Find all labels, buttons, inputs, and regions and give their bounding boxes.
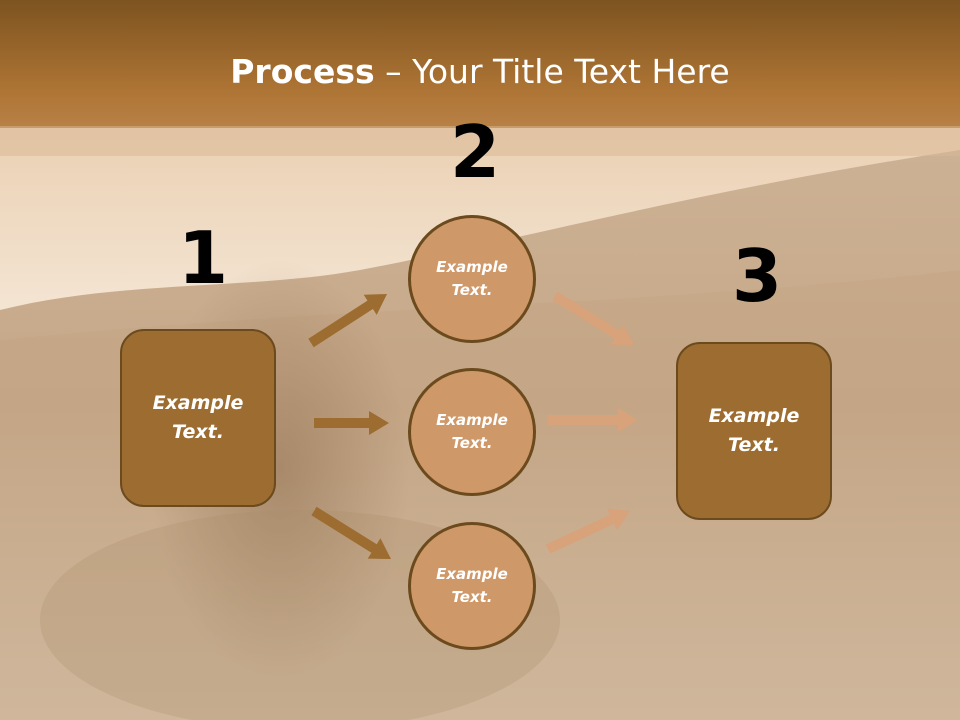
step-3-label: Example Text. xyxy=(708,405,800,456)
step-1-box: Example Text. xyxy=(120,329,276,507)
middle-node-top-label: Example Text. xyxy=(436,258,508,299)
middle-node-top: Example Text. xyxy=(408,215,536,343)
middle-node-bottom: Example Text. xyxy=(408,522,536,650)
step-3-box: Example Text. xyxy=(676,342,832,520)
title-rest: – Your Title Text Here xyxy=(374,52,730,91)
page-title: Process – Your Title Text Here xyxy=(0,52,960,91)
step-number-1: 1 xyxy=(178,216,229,300)
step-1-label: Example Text. xyxy=(152,392,244,443)
middle-node-center-label: Example Text. xyxy=(436,411,508,452)
step-number-2: 2 xyxy=(450,110,501,194)
step-number-3: 3 xyxy=(732,234,783,318)
title-bold: Process xyxy=(230,52,375,91)
middle-node-bottom-label: Example Text. xyxy=(436,565,508,606)
middle-node-center: Example Text. xyxy=(408,368,536,496)
